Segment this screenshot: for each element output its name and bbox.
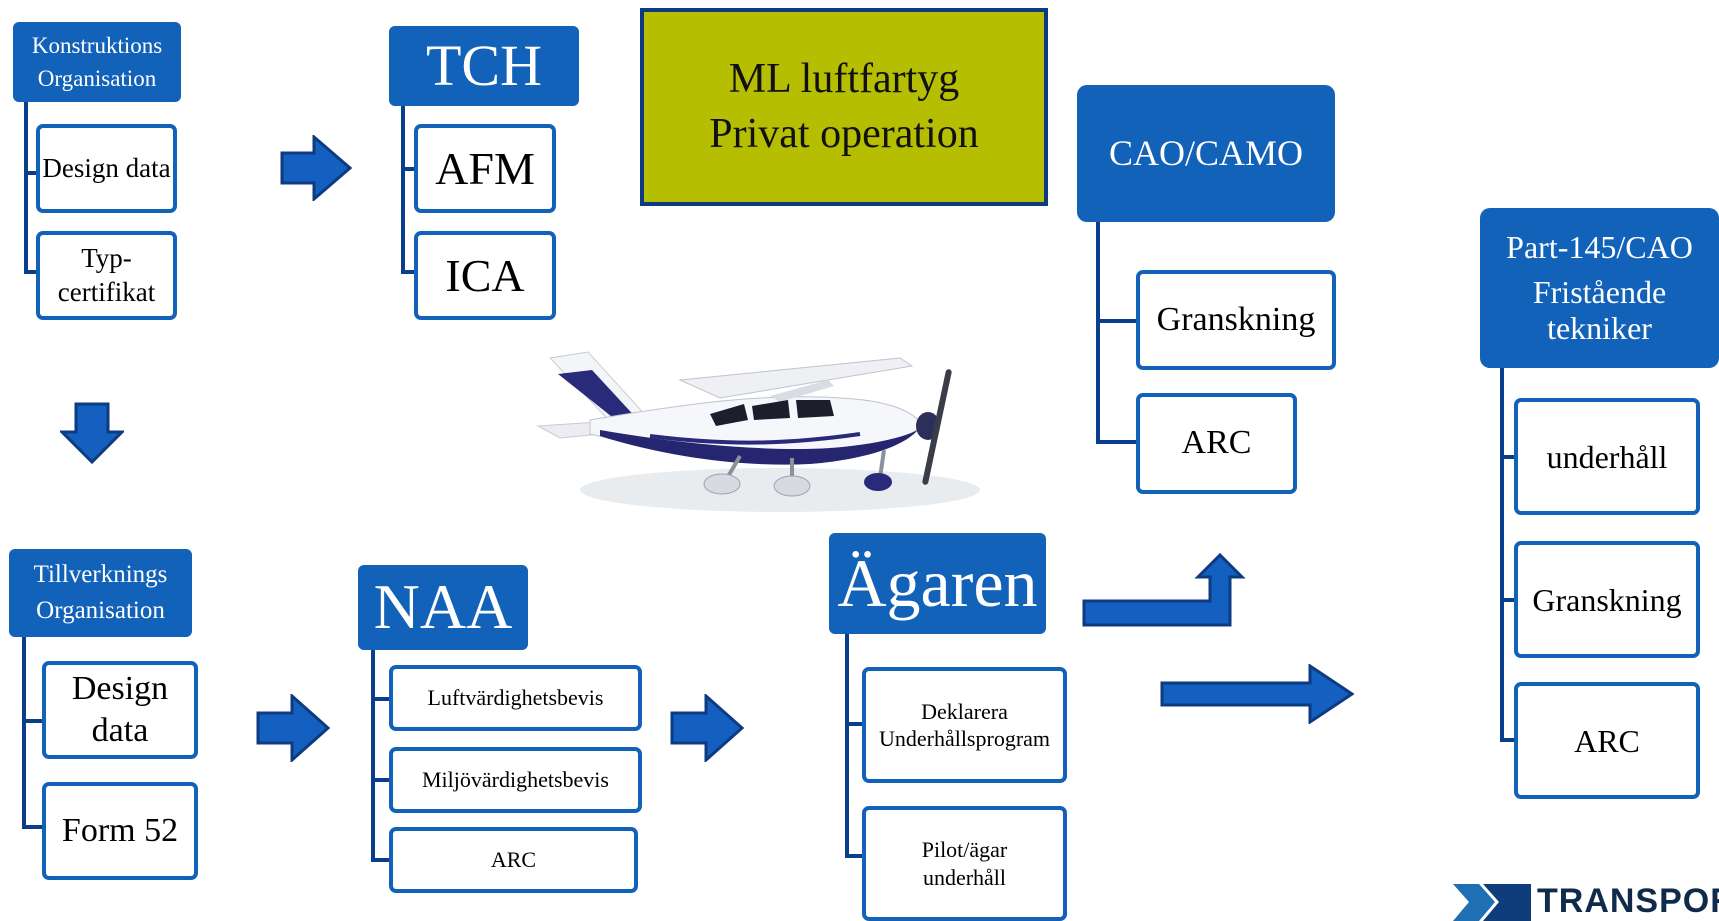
cao-camo-header: CAO/CAMO: [1077, 85, 1335, 222]
transportstyrelsen-logo: TRANSPOR: [1453, 884, 1719, 921]
construction-org-header-label: Konstruktions Organisation: [31, 32, 163, 91]
naa-item-label: Miljövärdighetsbevis: [422, 767, 609, 793]
construction-item-type-certificate: Typ-certifikat: [36, 231, 177, 320]
connector-tick: [845, 722, 865, 726]
bent-up-arrow-icon: [1082, 553, 1246, 627]
naa-item-label: Luftvärdighetsbevis: [427, 685, 604, 711]
cao-camo-item-label: Granskning: [1156, 300, 1316, 338]
owner-item-declare-maintenance-program: Deklarera Underhållsprogram: [862, 667, 1067, 783]
right-arrow-icon: [1160, 664, 1354, 724]
connector-tick: [401, 167, 416, 171]
owner-header: Ägaren: [829, 533, 1046, 634]
manufacturing-item-form-52: Form 52: [42, 782, 198, 880]
part145-header-line-1: Part-145/CAO: [1506, 228, 1693, 265]
construction-item-label: Design data: [42, 152, 171, 183]
manufacturing-org-header: Tillverknings Organisation: [9, 549, 192, 637]
part145-item-review: Granskning: [1514, 541, 1700, 658]
connector-line: [22, 637, 44, 829]
down-arrow-icon: [60, 402, 124, 464]
tch-header-label: TCH: [426, 32, 542, 98]
manufacturing-item-label: Design data: [71, 669, 169, 750]
naa-item-arc: ARC: [389, 827, 638, 893]
manufacturing-item-label: Form 52: [61, 811, 179, 849]
tch-item-label: ICA: [445, 249, 525, 301]
connector-line: [1096, 222, 1138, 444]
owner-item-label: Deklarera Underhållsprogram: [878, 698, 1051, 752]
manufacturing-item-design-data: Design data: [42, 661, 198, 759]
part145-item-label: Granskning: [1532, 581, 1682, 618]
manufacturing-org-header-label: Tillverknings Organisation: [33, 560, 168, 624]
cao-camo-header-label: CAO/CAMO: [1108, 133, 1304, 174]
ml-aircraft-title-box: ML luftfartyg Privat operation: [640, 8, 1048, 206]
naa-header: NAA: [358, 565, 528, 650]
owner-item-pilot-owner-maintenance: Pilot/ägar underhåll: [862, 806, 1067, 921]
tch-item-afm: AFM: [414, 124, 556, 213]
right-arrow-icon: [280, 135, 352, 201]
ml-box-line-2: Privat operation: [709, 111, 979, 157]
connector-line: [845, 634, 865, 858]
construction-item-label: Typ-certifikat: [57, 242, 156, 307]
tch-item-ica: ICA: [414, 231, 556, 320]
naa-item-environmental-certificate: Miljövärdighetsbevis: [389, 747, 642, 813]
part145-header: Part-145/CAO Fristående tekniker: [1480, 208, 1719, 368]
connector-tick: [1096, 319, 1138, 323]
part145-header-line-2: Fristående tekniker: [1532, 273, 1667, 347]
connector-tick: [1500, 455, 1516, 459]
connector-line: [24, 102, 38, 274]
part145-item-maintenance: underhåll: [1514, 398, 1700, 515]
connector-line: [1500, 368, 1516, 742]
naa-item-airworthiness-certificate: Luftvärdighetsbevis: [389, 665, 642, 731]
connector-tick: [371, 778, 391, 782]
right-arrow-icon: [670, 694, 744, 762]
part145-item-label: ARC: [1574, 722, 1640, 759]
airplane-illustration: [536, 351, 980, 512]
part145-item-arc: ARC: [1514, 682, 1700, 799]
cao-camo-item-review: Granskning: [1136, 270, 1336, 370]
right-arrow-icon: [256, 694, 330, 762]
part145-item-label: underhåll: [1546, 438, 1668, 475]
owner-item-label: Pilot/ägar underhåll: [921, 837, 1008, 890]
cao-camo-item-arc: ARC: [1136, 393, 1297, 494]
cao-camo-item-label: ARC: [1181, 424, 1252, 462]
construction-item-design-data: Design data: [36, 124, 177, 213]
connector-tick: [371, 697, 391, 701]
connector-tick: [22, 719, 44, 723]
connector-line: [401, 106, 416, 274]
logo-text: TRANSPOR: [1537, 884, 1719, 920]
tch-header: TCH: [389, 26, 579, 106]
connector-tick: [24, 171, 38, 175]
ml-box-line-1: ML luftfartyg: [728, 56, 960, 103]
naa-item-label: ARC: [490, 847, 537, 873]
connector-tick: [1500, 598, 1516, 602]
owner-header-label: Ägaren: [837, 545, 1038, 622]
construction-org-header: Konstruktions Organisation: [13, 22, 181, 102]
naa-header-label: NAA: [373, 571, 513, 643]
connector-line: [371, 650, 391, 862]
logo-chevron-icon: [1453, 884, 1531, 921]
tch-item-label: AFM: [435, 142, 535, 194]
